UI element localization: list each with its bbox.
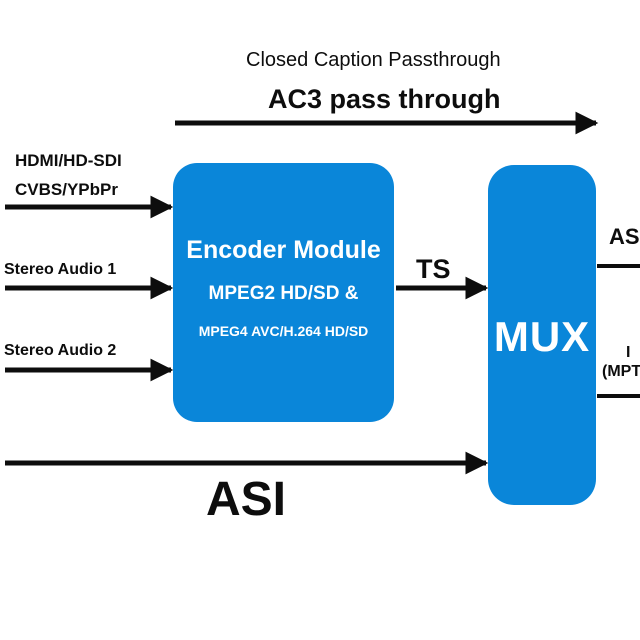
output-label-bottom-1: I	[626, 344, 631, 361]
output-label-top: AS	[609, 224, 640, 249]
asi-label: ASI	[206, 473, 287, 526]
encoder-line-2: MPEG2 HD/SD &	[208, 283, 359, 304]
mux-label: MUX	[493, 313, 591, 360]
output-label-bottom-2: (MPT	[602, 363, 640, 380]
video-input-label-2: CVBS/YPbPr	[15, 180, 118, 199]
stereo-audio-1-label: Stereo Audio 1	[4, 261, 117, 278]
ac3-label: AC3 pass through	[268, 84, 501, 114]
ts-label: TS	[416, 254, 451, 284]
stereo-audio-2-label: Stereo Audio 2	[4, 342, 117, 359]
encoder-module-block: Encoder Module MPEG2 HD/SD & MPEG4 AVC/H…	[173, 163, 394, 422]
encoder-line-3: MPEG4 AVC/H.264 HD/SD	[198, 323, 369, 339]
closed-caption-label: Closed Caption Passthrough	[246, 49, 501, 71]
mux-block: MUX	[488, 165, 596, 505]
video-input-label-1: HDMI/HD-SDI	[15, 151, 122, 170]
encoder-title: Encoder Module	[186, 236, 381, 264]
